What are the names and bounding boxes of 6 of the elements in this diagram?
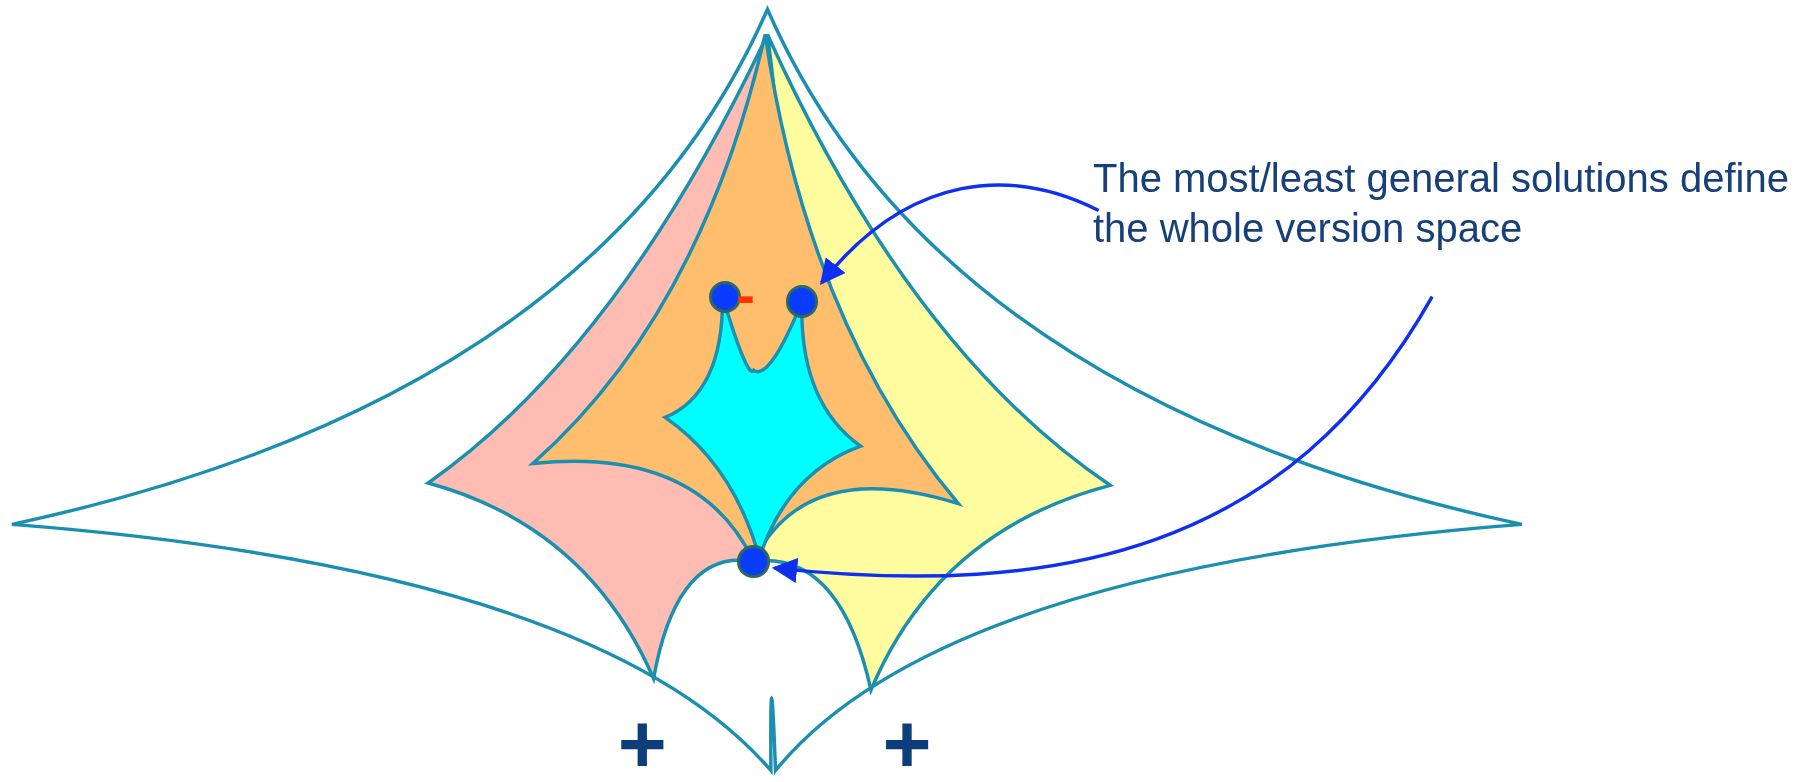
plus-sign: +: [882, 701, 932, 782]
solution-dot: [737, 545, 770, 578]
plus-sign: +: [617, 701, 667, 782]
arrow: [771, 295, 1434, 583]
arrow: [819, 183, 1100, 285]
annotation-text: The most/least general solutions define the whole version space: [1093, 153, 1804, 253]
